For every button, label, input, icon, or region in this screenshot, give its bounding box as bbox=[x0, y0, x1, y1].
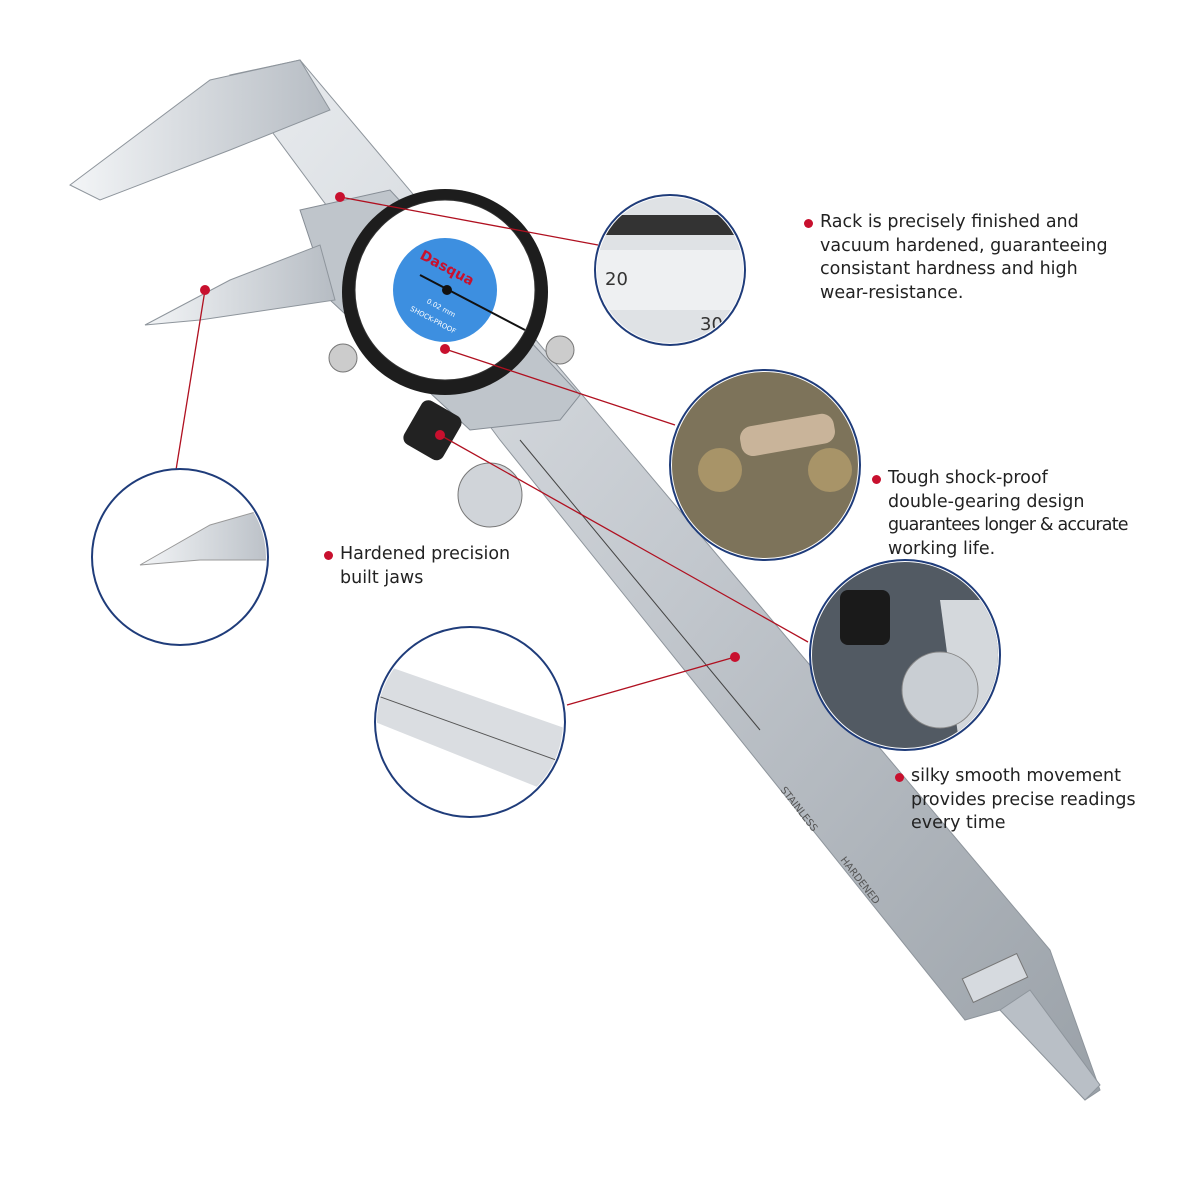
beam-scale bbox=[519, 439, 761, 731]
dial-gauge: Dasqua 0.02 mm SHOCK-PROOF bbox=[342, 189, 548, 395]
lock-screw bbox=[403, 400, 462, 461]
dial-needle bbox=[419, 274, 526, 331]
sliding-jaw bbox=[144, 244, 336, 326]
callout-jaws: Hardened precision built jaws bbox=[324, 543, 510, 590]
detail-jaw bbox=[91, 468, 269, 646]
detail-knob bbox=[809, 559, 1001, 751]
depth-rod bbox=[999, 989, 1101, 1101]
callout-rack: Rack is precisely finished and vacuum ha… bbox=[804, 211, 1108, 305]
bezel-lock-left bbox=[328, 343, 358, 373]
callout-movement: silky smooth movement provides precise r… bbox=[895, 765, 1136, 836]
detail-scale bbox=[374, 626, 566, 818]
callout-gearing: Tough shock-proof double-gearing design … bbox=[872, 467, 1129, 561]
leader-lines bbox=[175, 196, 809, 706]
bullet-icon bbox=[895, 773, 904, 782]
svg-text:20: 20 bbox=[605, 269, 628, 290]
bullet-icon bbox=[872, 475, 881, 484]
depth-clamp bbox=[961, 952, 1029, 1004]
detail-gears bbox=[669, 369, 861, 561]
thumb-wheel bbox=[457, 462, 523, 528]
bullet-icon bbox=[324, 551, 333, 560]
marker-dots bbox=[200, 192, 740, 662]
fixed-jaw bbox=[69, 59, 331, 201]
bezel-lock-right bbox=[545, 335, 575, 365]
bullet-icon bbox=[804, 219, 813, 228]
